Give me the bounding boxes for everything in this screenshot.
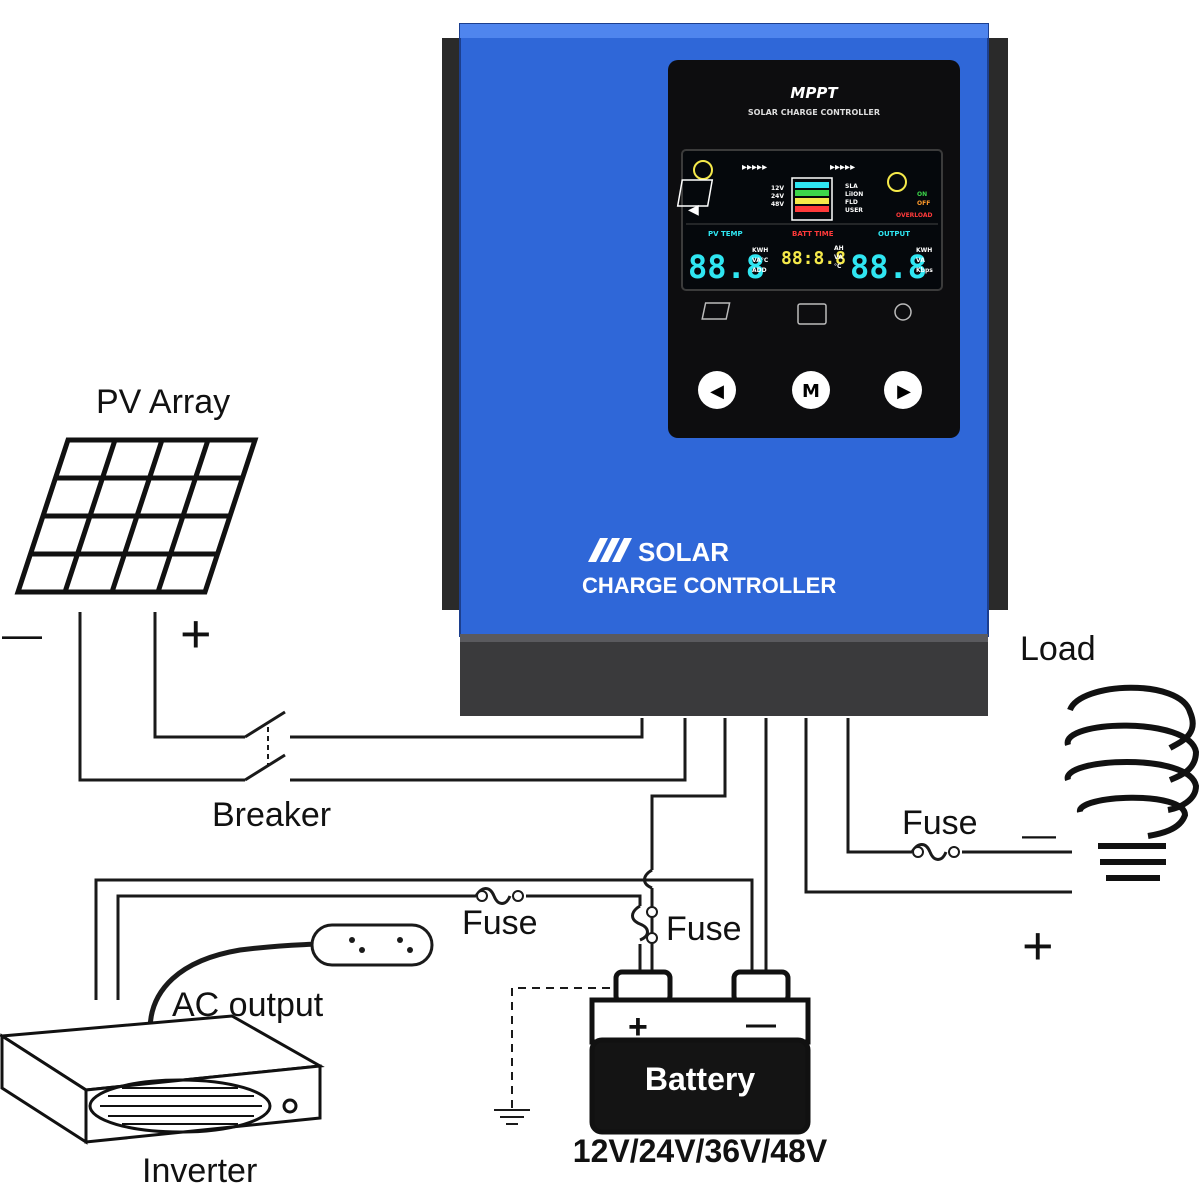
charge-controller: MPPT SOLAR CHARGE CONTROLLER ◀ ▸▸▸▸▸ ▸▸▸… [442, 23, 1008, 716]
controller-top-highlight [460, 24, 988, 38]
brand-line2: CHARGE CONTROLLER [582, 573, 836, 598]
menu-button-face[interactable] [792, 371, 830, 409]
battery-wiring [94, 718, 768, 1125]
lcd-battery-icon [791, 177, 833, 221]
status-off: OFF [917, 200, 930, 207]
right-button-face[interactable] [884, 371, 922, 409]
battery-voltage-label: 12V/24V/36V/48V [573, 1133, 828, 1169]
solar-indicator-icon [701, 302, 731, 320]
left-rail [442, 38, 464, 610]
battery-plus-label: + [628, 1008, 648, 1046]
output-label: OUTPUT [878, 230, 910, 238]
pv-plus-label: + [180, 604, 212, 664]
pv-unit-add: ADD [752, 267, 767, 274]
pv-unit-va: VA°C [752, 257, 769, 264]
battery-icon [589, 969, 811, 1135]
flow-arrows-left-icon: ▸▸▸▸▸ [742, 162, 767, 173]
ground-icon [494, 1109, 530, 1125]
battery-level-bar [795, 198, 829, 204]
volt-tag-24v: 24V [771, 193, 784, 200]
battery-level-bar [795, 182, 829, 188]
left-button-face[interactable] [698, 371, 736, 409]
volt-tag-12v: 12V [771, 185, 784, 192]
lcd-screen: ◀ ▸▸▸▸▸ ▸▸▸▸▸ 12V 24V 48V SLA LiION FLD … [676, 149, 943, 291]
brand-logo-icon [588, 538, 632, 562]
pv-array-label: PV Array [96, 383, 230, 421]
load-fuse-label: Fuse [902, 804, 978, 842]
out-unit-kbps: Kbps [916, 267, 933, 274]
inverter-label: Inverter [142, 1152, 257, 1190]
menu-button[interactable]: M [792, 371, 830, 409]
batt-time-label: BATT TIME [792, 230, 834, 238]
solar-panel-lcd-icon [676, 179, 714, 207]
output-value: 88.8 [850, 248, 927, 286]
batt-type-fld: FLD [845, 199, 858, 206]
battery-fuse-icon [631, 904, 649, 942]
pv-wiring [78, 612, 687, 782]
left-button[interactable]: ◀ [698, 371, 736, 409]
out-unit-kwh: KWH [916, 247, 932, 254]
right-rail [986, 38, 1008, 610]
batt-value: 88:8.8 [781, 248, 846, 269]
breaker-label: Breaker [212, 796, 331, 834]
pv-unit-kwh: KWH [752, 247, 768, 254]
load-indicator-icon [894, 303, 912, 321]
load-fuse-icon [910, 843, 948, 861]
batt-type-lion: LiION [845, 191, 863, 198]
pv-temp-label: PV TEMP [708, 230, 743, 238]
batt-unit-c: °C [834, 263, 842, 270]
speaker-icon: ◀ [688, 202, 699, 218]
pv-minus-label: — [2, 613, 42, 657]
solar-panel-icon [14, 437, 259, 595]
panel-subtitle: SOLAR CHARGE CONTROLLER [748, 108, 880, 117]
load-minus-label: — [1022, 816, 1056, 854]
overload-indicator: OVERLOAD [896, 212, 932, 219]
batt-unit-ah: AH [834, 245, 844, 252]
bulb-icon [1064, 684, 1200, 881]
flow-arrows-right-icon: ▸▸▸▸▸ [830, 162, 855, 173]
inverter-icon [0, 1014, 325, 1145]
load-label: Load [1020, 630, 1096, 668]
right-arrow-icon: ▶ [897, 381, 911, 402]
menu-button-label: M [802, 381, 820, 402]
battery-level-bar [795, 206, 829, 212]
brand-line1: SOLAR [638, 537, 729, 567]
sun-icon [693, 160, 713, 180]
battery-label: Battery [645, 1061, 755, 1097]
right-button[interactable]: ▶ [884, 371, 922, 409]
terminal-cover [460, 634, 988, 716]
bulb-lcd-icon [887, 172, 907, 192]
batt-type-user: USER [845, 207, 863, 214]
load-plus-label: + [1022, 916, 1054, 976]
ac-outlet-icon [147, 923, 434, 1031]
load-wiring [804, 718, 1072, 894]
battery-level-bar [795, 190, 829, 196]
volt-tag-48v: 48V [771, 201, 784, 208]
left-arrow-icon: ◀ [710, 381, 724, 402]
battery-fuse-label: Fuse [666, 910, 742, 948]
batt-unit-va: VA [834, 254, 843, 261]
out-unit-va: VA [916, 257, 925, 264]
battery-minus-label: — [746, 1008, 776, 1041]
terminal-cover-edge [460, 634, 988, 642]
panel-title: MPPT [790, 84, 839, 102]
battery-indicator-icon [797, 303, 827, 325]
status-on: ON [917, 191, 927, 198]
batt-type-sla: SLA [845, 183, 858, 190]
pv-value: 88.8 [688, 248, 765, 286]
inverter-fuse-label: Fuse [462, 904, 538, 942]
inverter-fuse-icon [474, 887, 512, 905]
